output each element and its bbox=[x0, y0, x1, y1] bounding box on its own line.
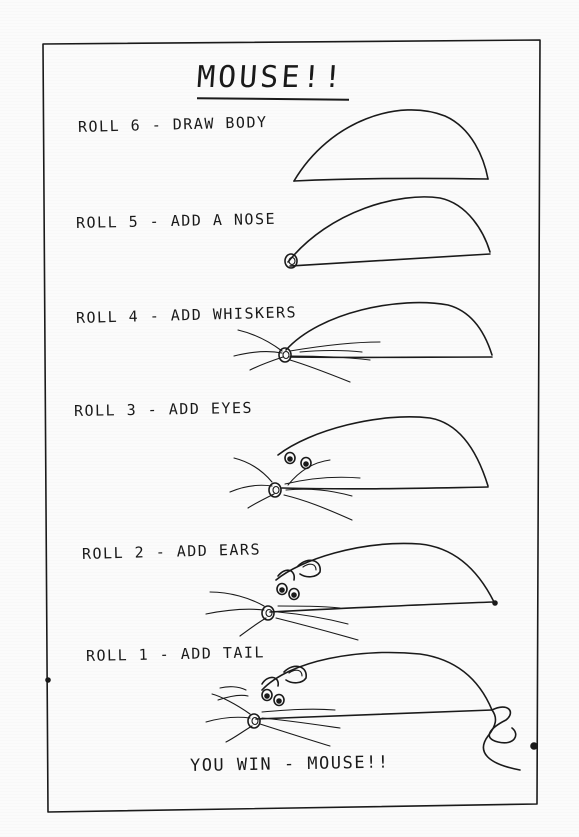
win-message: YOU WIN - MOUSE!! bbox=[189, 752, 390, 776]
